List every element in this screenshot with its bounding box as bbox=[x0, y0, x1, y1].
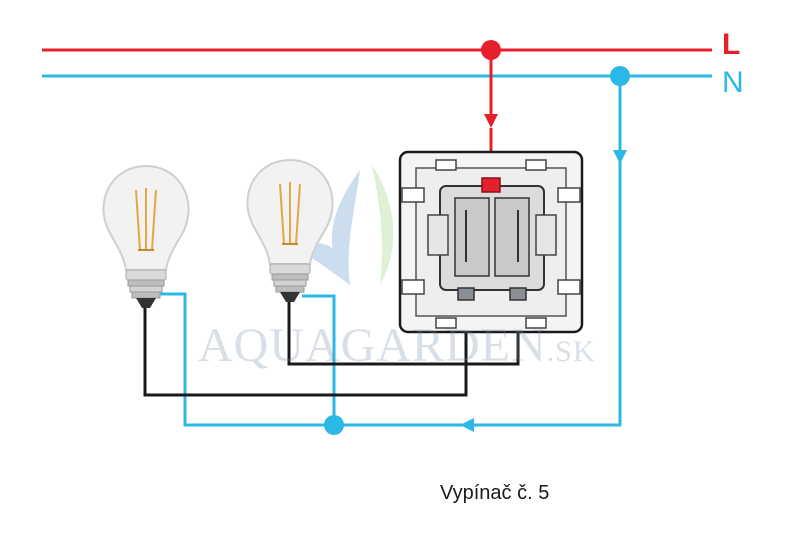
live-arrow bbox=[484, 114, 498, 128]
diagram-caption: Vypínač č. 5 bbox=[440, 482, 550, 504]
switch-output-terminal-2 bbox=[509, 287, 527, 301]
watermark-suffix: .SK bbox=[546, 335, 596, 368]
neutral-arrow-left bbox=[460, 418, 474, 432]
neutral-junction-bottom bbox=[324, 415, 344, 435]
watermark-main: AQUAGARDEN bbox=[198, 319, 547, 372]
live-label: L bbox=[722, 28, 741, 61]
neutral-return-wire bbox=[160, 76, 622, 427]
watermark-text: AQUAGARDEN.SK bbox=[198, 318, 618, 373]
neutral-label: N bbox=[722, 66, 744, 99]
switched-wire-1 bbox=[143, 296, 468, 397]
double-switch bbox=[398, 150, 584, 334]
neutral-arrow-down bbox=[613, 150, 627, 164]
neutral-bulb2-wire bbox=[302, 294, 336, 425]
neutral-junction-top bbox=[610, 66, 630, 86]
switch-output-terminal-1 bbox=[457, 287, 475, 301]
bulb-1-icon bbox=[102, 164, 190, 308]
switch-input-terminal bbox=[481, 177, 501, 193]
bulb-2-icon bbox=[246, 158, 334, 302]
live-junction bbox=[481, 40, 501, 60]
